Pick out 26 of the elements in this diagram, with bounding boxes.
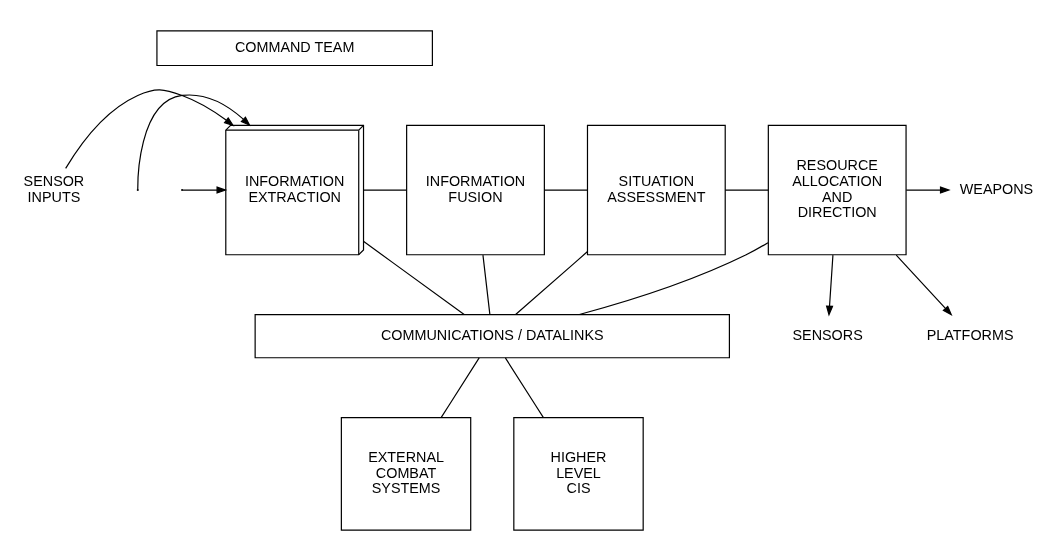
node-text: SENSOR INPUTS (23, 172, 85, 205)
arrow (825, 254, 834, 316)
node-box: EXTERNAL COMBAT SYSTEMS (340, 416, 472, 531)
connector (515, 250, 588, 315)
connector (504, 356, 544, 418)
connector (440, 356, 480, 418)
arrow (905, 185, 951, 194)
connector (578, 241, 769, 315)
arrow (181, 185, 228, 194)
node-text: SENSORS (792, 326, 863, 343)
node-box: COMMUNICATIONS / DATALINKS (254, 313, 730, 358)
arrow (137, 93, 251, 190)
connector (482, 254, 491, 315)
connector (543, 189, 588, 191)
node-box: COMMAND TEAM (156, 29, 433, 66)
node-box: RESOURCE ALLOCATION AND DIRECTION (767, 124, 907, 255)
connector (363, 240, 465, 315)
connector (362, 189, 407, 191)
connector (724, 189, 769, 191)
node-box: SITUATION ASSESSMENT (586, 124, 726, 255)
arrow (895, 254, 953, 316)
node-box: INFORMATION FUSION (406, 124, 545, 255)
node-text: WEAPONS (959, 180, 1034, 197)
node-text: PLATFORMS (926, 326, 1014, 343)
node-box: HIGHER LEVEL CIS (513, 416, 644, 531)
arrow (65, 88, 235, 169)
